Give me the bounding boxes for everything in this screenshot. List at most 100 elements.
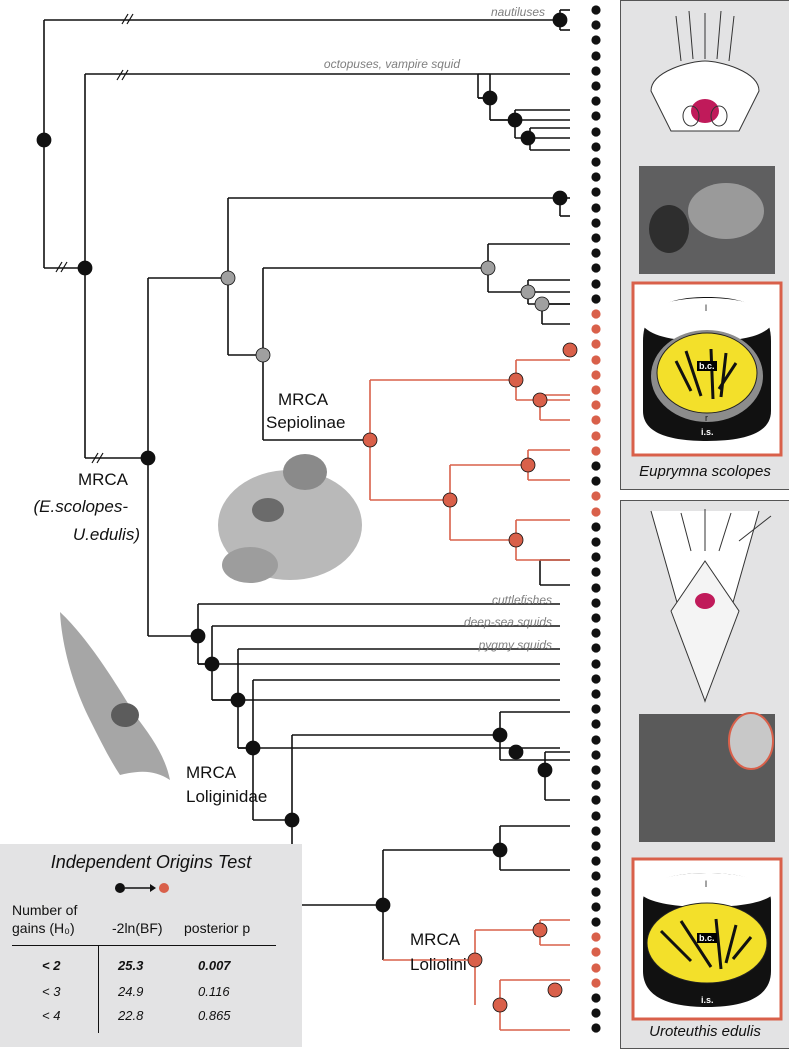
tip-light-organ-absent xyxy=(591,917,601,927)
ancestral-state-node-uncertain xyxy=(520,284,536,300)
tip-light-organ-absent xyxy=(591,279,601,289)
clade-label-octopuses: octopuses, vampire squid xyxy=(324,57,460,71)
tip-light-organ-present xyxy=(591,507,601,517)
sepiolid-photo xyxy=(218,454,362,583)
tip-light-organ-absent xyxy=(591,263,601,273)
ancestral-state-node-absent xyxy=(284,812,300,828)
ancestral-state-node-gain xyxy=(520,457,536,473)
tip-light-organ-present xyxy=(591,491,601,501)
organ-label-r-2: r xyxy=(705,983,708,993)
ancestral-state-node-gain xyxy=(362,432,378,448)
ancestral-state-node-uncertain xyxy=(220,270,236,286)
ancestral-state-node-absent xyxy=(190,628,206,644)
tip-light-organ-absent xyxy=(591,643,601,653)
tip-light-organ-absent xyxy=(591,111,601,121)
tip-light-organ-absent xyxy=(591,826,601,836)
tip-light-organ-absent xyxy=(591,765,601,775)
tip-light-organ-absent xyxy=(591,856,601,866)
ancestral-state-node-absent xyxy=(552,12,568,28)
row2-p: 0.116 xyxy=(198,984,230,999)
ancestral-state-node-gain xyxy=(442,492,458,508)
tip-light-organ-present xyxy=(591,932,601,942)
loliginid-photo xyxy=(60,612,170,780)
row3-gains: < 4 xyxy=(42,1008,61,1023)
tip-light-organ-absent xyxy=(591,233,601,243)
tip-light-organ-absent xyxy=(591,735,601,745)
ancestral-state-node-absent xyxy=(482,90,498,106)
mrca-root-label-2: (E.scolopes- xyxy=(34,497,129,516)
test-title: Independent Origins Test xyxy=(50,852,252,872)
tip-light-organ-absent xyxy=(591,1023,601,1033)
tip-light-organ-absent xyxy=(591,66,601,76)
tip-light-organ-absent xyxy=(591,294,601,304)
tip-light-organ-absent xyxy=(591,172,601,182)
ancestral-state-node-absent xyxy=(508,744,524,760)
tip-light-organ-absent xyxy=(591,659,601,669)
tip-light-organ-absent xyxy=(591,993,601,1003)
ancestral-state-node-absent xyxy=(245,740,261,756)
tip-light-organ-present xyxy=(591,963,601,973)
tip-light-organ-absent xyxy=(591,127,601,137)
tip-light-organ-present xyxy=(591,400,601,410)
tip-light-organ-present xyxy=(591,339,601,349)
tip-light-organ-absent xyxy=(591,567,601,577)
tip-light-organ-absent xyxy=(591,187,601,197)
tip-light-organ-absent xyxy=(591,248,601,258)
tip-light-organ-absent xyxy=(591,689,601,699)
mrca-root-label-1: MRCA xyxy=(78,470,129,489)
tip-light-organ-present xyxy=(591,324,601,334)
col-header-bf: -2ln(BF) xyxy=(112,920,163,936)
organ-label-lens: l xyxy=(705,303,707,313)
organ-label-r: r xyxy=(705,413,708,423)
tip-light-organ-absent xyxy=(591,704,601,714)
tip-light-organ-present xyxy=(591,385,601,395)
tip-light-organ-absent xyxy=(591,218,601,228)
tip-light-organ-absent xyxy=(591,537,601,547)
ancestral-state-node-absent xyxy=(204,656,220,672)
tip-light-organ-absent xyxy=(591,142,601,152)
tip-light-organ-present xyxy=(591,431,601,441)
mrca-loliginidae-label-2: Loliginidae xyxy=(186,787,267,806)
ancestral-state-node-gain xyxy=(547,982,563,998)
tip-light-organ-present xyxy=(591,947,601,957)
gain-arrow-icon xyxy=(115,883,169,893)
ancestral-state-node-gain xyxy=(467,952,483,968)
tip-light-organ-present xyxy=(591,446,601,456)
organ-label-bc-2: b.c. xyxy=(697,933,717,943)
tip-light-organ-present xyxy=(591,415,601,425)
col-header-gains-2: gains (H₀) xyxy=(12,920,75,936)
ancestral-state-node-uncertain xyxy=(534,296,550,312)
tip-light-organ-absent xyxy=(591,628,601,638)
mrca-sepiolinae-label-1: MRCA xyxy=(278,390,329,409)
uroteuthis-diagram xyxy=(650,509,772,703)
tip-light-organ-absent xyxy=(591,476,601,486)
tip-light-organ-present xyxy=(591,355,601,365)
mrca-loliolini-label-1: MRCA xyxy=(410,930,461,949)
mrca-loliginidae-label-1: MRCA xyxy=(186,763,237,782)
tip-light-organ-absent xyxy=(591,750,601,760)
tip-light-organ-present xyxy=(591,370,601,380)
independent-origins-test: Independent Origins Test Number of gains… xyxy=(0,844,302,1047)
tip-light-organ-absent xyxy=(591,613,601,623)
tip-light-organ-absent xyxy=(591,157,601,167)
species-label-uroteuthis: Uroteuthis edulis xyxy=(649,1023,761,1040)
tip-light-organ-absent xyxy=(591,552,601,562)
row2-bf: 24.9 xyxy=(118,984,144,999)
ancestral-state-node-gain xyxy=(508,372,524,388)
ancestral-state-node-gain xyxy=(492,997,508,1013)
row2-gains: < 3 xyxy=(42,984,61,999)
row1-p: 0.007 xyxy=(198,958,231,973)
tip-light-organ-absent xyxy=(591,841,601,851)
euprymna-diagram xyxy=(650,10,760,132)
ancestral-state-node-gain xyxy=(532,392,548,408)
species-label-euprymna: Euprymna scolopes xyxy=(639,463,771,480)
col-header-p: posterior p xyxy=(184,920,251,936)
ancestral-state-node-absent xyxy=(492,842,508,858)
tip-light-organ-present xyxy=(591,978,601,988)
branch-break-marks xyxy=(55,13,134,464)
row1-gains: < 2 xyxy=(42,958,61,973)
tip-light-organ-absent xyxy=(591,871,601,881)
ancestral-state-node-gain xyxy=(508,532,524,548)
tip-light-organ-absent xyxy=(591,5,601,15)
